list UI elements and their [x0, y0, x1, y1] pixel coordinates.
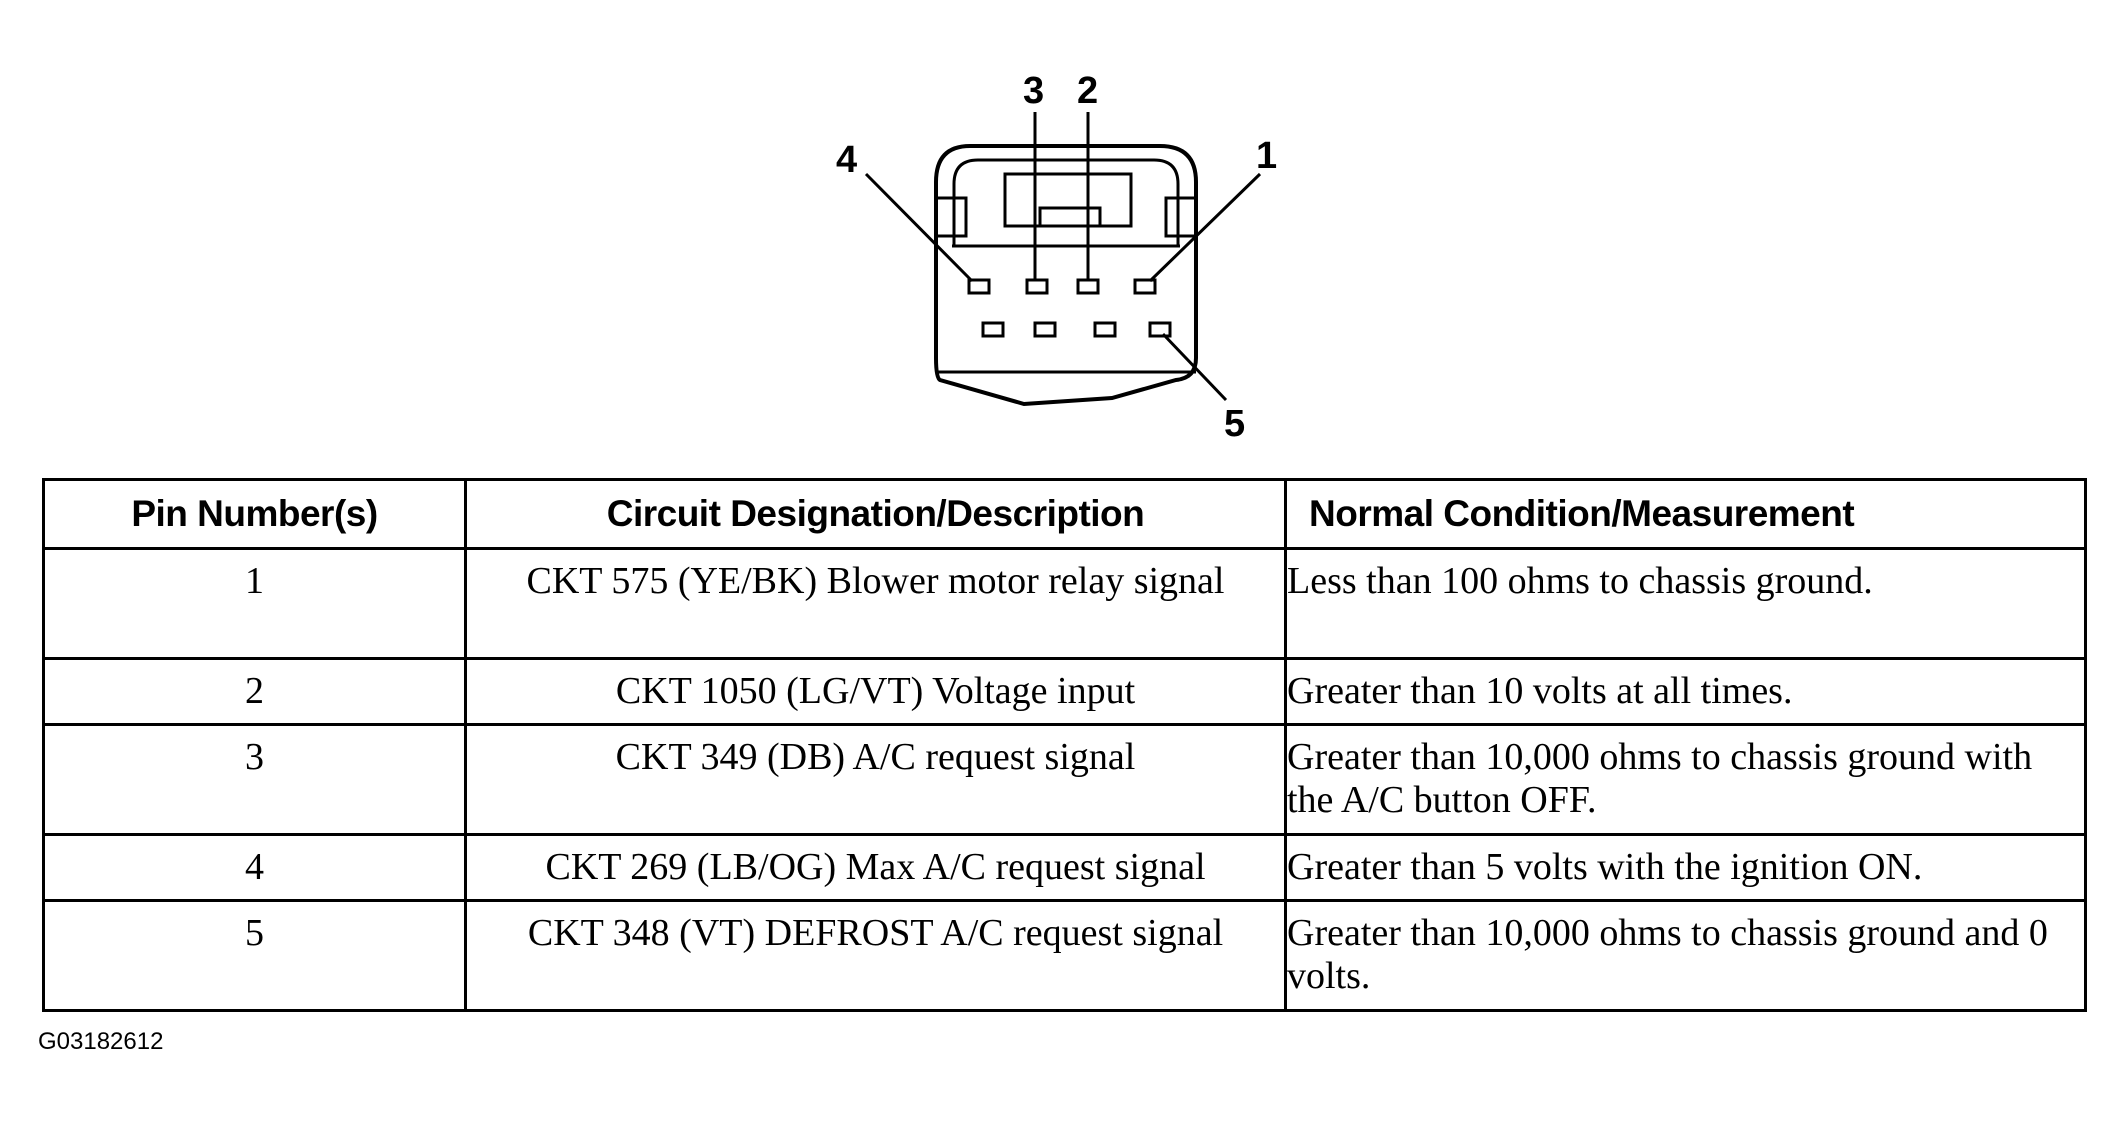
leader-line-4: [864, 172, 974, 283]
table-row: 3 CKT 349 (DB) A/C request signal Greate…: [42, 723, 2087, 836]
circuit-description-cell: CKT 1050 (LG/VT) Voltage input: [464, 657, 1287, 726]
leader-line-1: [1148, 172, 1262, 283]
leader-line-5: [1161, 332, 1228, 402]
measurement-cell: Greater than 10 volts at all times.: [1284, 657, 2087, 726]
pin-label-1: 1: [1256, 135, 1277, 177]
pin-cavity-5: [1148, 321, 1172, 338]
pin-number-cell: 2: [42, 657, 467, 726]
pin-cavity-lower-b: [1033, 321, 1057, 338]
header-normal-condition: Normal Condition/Measurement: [1284, 478, 2087, 550]
header-pin-numbers: Pin Number(s): [42, 478, 467, 550]
connector-latch-frame: [952, 158, 1180, 246]
connector-body: [934, 144, 1198, 407]
circuit-description-cell: CKT 348 (VT) DEFROST A/C request signal: [464, 899, 1287, 1012]
pin-number-cell: 5: [42, 899, 467, 1012]
pin-cavity-4: [967, 278, 991, 295]
pin-cavity-3: [1025, 278, 1049, 295]
table-row: 5 CKT 348 (VT) DEFROST A/C request signa…: [42, 899, 2087, 1012]
measurement-cell: Greater than 10,000 ohms to chassis grou…: [1284, 723, 2087, 836]
connector-lock-inner: [1038, 206, 1102, 226]
pin-number-cell: 4: [42, 833, 467, 902]
table-row: 1 CKT 575 (YE/BK) Blower motor relay sig…: [42, 547, 2087, 660]
connector-diagram: 3 2 4 1 5: [836, 70, 1277, 445]
circuit-description-cell: CKT 575 (YE/BK) Blower motor relay signa…: [464, 547, 1287, 660]
connector-right-tab: [1164, 196, 1196, 238]
pin-label-2: 2: [1077, 70, 1098, 112]
pin-number-cell: 1: [42, 547, 467, 660]
connector-lock-outer: [1003, 172, 1133, 228]
table-row: 2 CKT 1050 (LG/VT) Voltage input Greater…: [42, 657, 2087, 726]
circuit-description-cell: CKT 269 (LB/OG) Max A/C request signal: [464, 833, 1287, 902]
pin-cavity-lower-c: [1093, 321, 1117, 338]
header-circuit-designation: Circuit Designation/Description: [464, 478, 1287, 550]
figure-code: G03182612: [38, 1028, 164, 1055]
pin-label-4: 4: [836, 139, 857, 181]
measurement-cell: Greater than 5 volts with the ignition O…: [1284, 833, 2087, 902]
table-row: 4 CKT 269 (LB/OG) Max A/C request signal…: [42, 833, 2087, 902]
pin-label-5: 5: [1224, 403, 1245, 445]
pin-table: Pin Number(s) Circuit Designation/Descri…: [42, 478, 2087, 1012]
circuit-description-cell: CKT 349 (DB) A/C request signal: [464, 723, 1287, 836]
connector-left-tab: [936, 196, 968, 238]
pin-label-3: 3: [1023, 70, 1044, 112]
pin-cavity-lower-a: [981, 321, 1005, 338]
measurement-cell: Less than 100 ohms to chassis ground.: [1284, 547, 2087, 660]
pin-cavity-1: [1133, 278, 1157, 295]
pin-cavity-2: [1076, 278, 1100, 295]
measurement-cell: Greater than 10,000 ohms to chassis grou…: [1284, 899, 2087, 1012]
table-header-row: Pin Number(s) Circuit Designation/Descri…: [42, 478, 2087, 550]
pin-number-cell: 3: [42, 723, 467, 836]
